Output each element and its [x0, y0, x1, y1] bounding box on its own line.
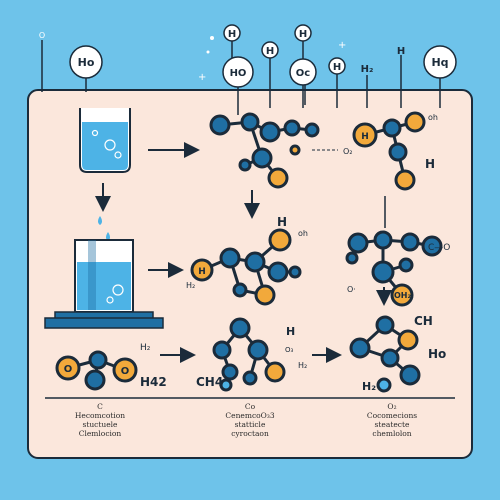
- caption-middle-line-3: statticle: [234, 420, 266, 429]
- sparkles: + +: [198, 36, 346, 83]
- molecule-4: [345, 230, 443, 307]
- bot-h2-left: H₂: [140, 343, 151, 353]
- atom-label: H: [228, 29, 236, 40]
- top-h-5: H: [397, 46, 405, 57]
- atom-label: H: [266, 46, 274, 57]
- caption-left-line-1: C: [97, 402, 103, 411]
- top-label-h-1: H: [223, 24, 241, 42]
- caption-middle-line-1: Co: [244, 402, 256, 411]
- top-ho-left-text: Ho: [78, 56, 95, 69]
- top-label-oc: Oc: [289, 58, 317, 86]
- caption-middle-line-2: CenemcoO₃3: [225, 411, 275, 420]
- molecule-bottom-right: [349, 315, 421, 393]
- mol2-h-right: H: [425, 157, 435, 171]
- atom-label: H: [333, 62, 341, 73]
- atom-label: O: [64, 364, 73, 375]
- mol3-h-left: H: [198, 267, 206, 277]
- caption-right-line-4: chemlolon: [372, 429, 412, 438]
- molecule-bottom-middle: [212, 317, 286, 392]
- atom-label: H: [361, 132, 369, 142]
- bot-h42: H42: [140, 375, 167, 389]
- molecule-2: [352, 111, 426, 191]
- background-panel: [27, 89, 473, 459]
- caption-middle-line-4: cyroctaon: [231, 429, 269, 438]
- molecule-bottom-left: [55, 350, 138, 391]
- beaker-top: [79, 108, 131, 173]
- vessel: [44, 239, 164, 329]
- mol5-oh2: OH₂: [394, 291, 411, 300]
- caption-right-line-3: steatecte: [374, 420, 410, 429]
- top-label-ho-mid: HO: [222, 56, 254, 88]
- mol5-o-small: O·: [347, 285, 356, 294]
- bot-o3: O₃: [285, 346, 294, 354]
- top-label-ho-left: Ho: [69, 45, 103, 79]
- mol3-oh: oh: [298, 229, 308, 238]
- caption-left-line-3: stuctuele: [82, 420, 118, 429]
- mol2-oh: oh: [428, 113, 438, 122]
- atom-label: +: [338, 40, 346, 51]
- atom-label: H: [299, 29, 307, 40]
- bot-ch4: CH4: [196, 375, 223, 389]
- caption-left-line-2: Hecomcotion: [74, 411, 126, 420]
- bot-ho: Ho: [428, 347, 446, 361]
- mol1-o2: O₂: [343, 147, 353, 156]
- bot-h2-mid: H₂: [298, 361, 307, 370]
- caption-right-line-1: O₂: [387, 402, 397, 411]
- mol5-co: C—O: [428, 243, 450, 253]
- atom-label: Oc: [296, 68, 311, 79]
- mol3-h-top: H: [277, 215, 287, 229]
- top-label-h-3: H: [294, 24, 312, 42]
- top-label-h-4: H: [328, 57, 346, 75]
- bot-h-mid: H: [286, 325, 295, 338]
- mol3-h2: H₂: [186, 281, 195, 290]
- atom-label: O: [121, 366, 130, 377]
- atom-label: +: [198, 72, 206, 83]
- caption-left: C Hecomcotion stuctuele Clemlocion: [30, 402, 170, 438]
- caption-right: O₂ Cocomecions steatecte chemlolon: [322, 402, 462, 438]
- caption-right-line-2: Cocomecions: [366, 411, 418, 420]
- molecule-3: [190, 228, 302, 306]
- bot-h2-right: H₂: [362, 380, 376, 393]
- top-o-small: O: [39, 31, 45, 40]
- caption-middle: Co CenemcoO₃3 statticle cyroctaon: [180, 402, 320, 438]
- bot-ch: CH: [414, 314, 433, 328]
- atom-label: HO: [230, 68, 247, 79]
- top-h2: H₂: [361, 64, 374, 75]
- molecule-1: [209, 112, 320, 189]
- caption-left-line-4: Clemlocion: [78, 429, 122, 438]
- top-label-hq: Hq: [423, 45, 457, 79]
- atom-label: Hq: [431, 56, 448, 69]
- top-label-h-2: H: [261, 41, 279, 59]
